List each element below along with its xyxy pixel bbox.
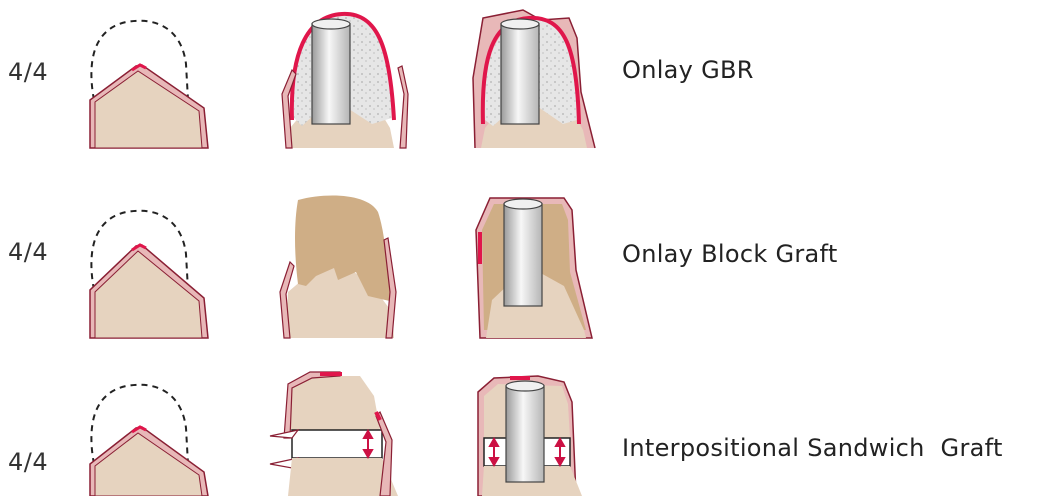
block-graft-healed-diagram — [468, 190, 608, 338]
flap-right — [398, 66, 408, 148]
row-3-label: 4/4 — [8, 448, 48, 476]
ridge-defect-diagram-2 — [78, 198, 218, 338]
implant-top — [501, 19, 539, 29]
row-1-label: 4/4 — [8, 58, 48, 86]
implant-top — [506, 381, 544, 391]
block-graft-placement-diagram — [268, 192, 413, 338]
implant-top — [504, 199, 542, 209]
row-2-label: 4/4 — [8, 238, 48, 266]
implant — [501, 24, 539, 124]
sandwich-graft-healed-diagram — [468, 372, 608, 496]
gbr-healed-diagram — [465, 8, 610, 148]
technique-onlay-gbr: Onlay GBR — [622, 56, 754, 84]
technique-interpositional-sandwich-graft: Interpositional Sandwich Graft — [622, 434, 1003, 462]
implant — [506, 386, 544, 482]
bone-ridge — [95, 71, 202, 148]
implant-top — [312, 19, 350, 29]
technique-onlay-block-graft: Onlay Block Graft — [622, 240, 838, 268]
sandwich-graft-placement-diagram — [262, 368, 414, 496]
ridge-defect-diagram-3 — [78, 380, 218, 496]
implant — [504, 204, 542, 306]
bone-upper-segment — [290, 376, 380, 430]
gbr-implant-diagram — [272, 8, 422, 148]
ridge-defect-diagram-1 — [78, 8, 218, 148]
implant — [312, 24, 350, 124]
